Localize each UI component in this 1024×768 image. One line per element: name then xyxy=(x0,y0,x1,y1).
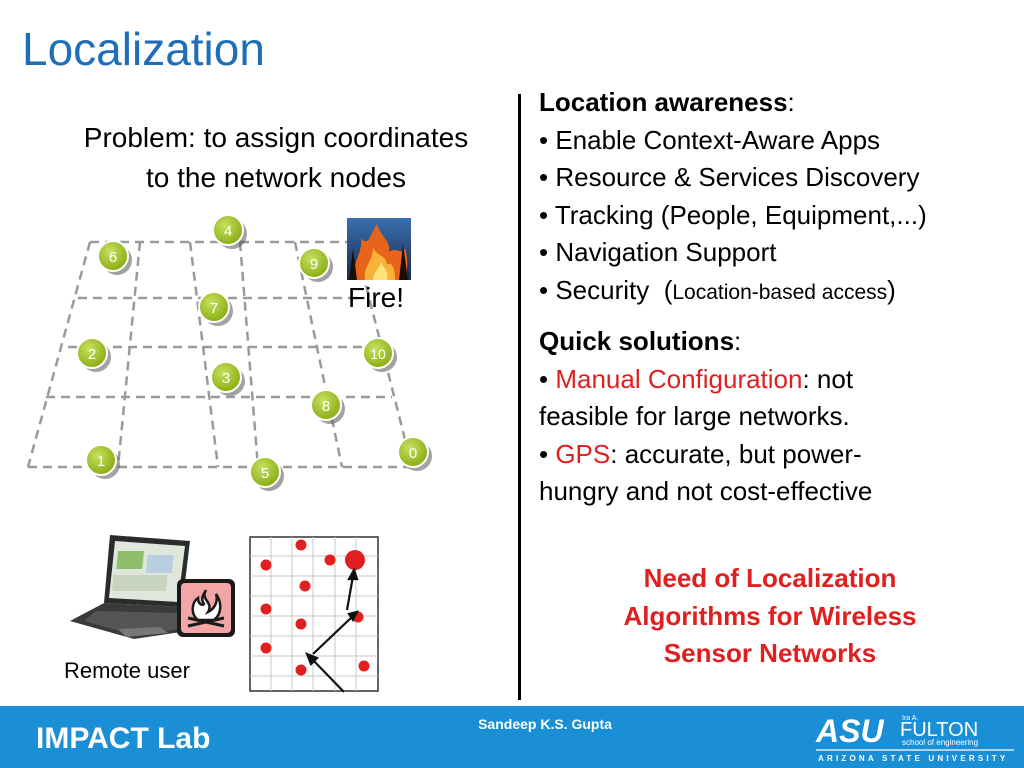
node-label: 2 xyxy=(88,346,96,363)
sensor-node: 4 xyxy=(212,214,247,249)
fire-alarm-icon xyxy=(177,579,235,637)
conclusion-line-2: Algorithms for Wireless xyxy=(623,600,917,631)
fire-image xyxy=(347,218,411,280)
gps-label: GPS xyxy=(555,438,611,469)
awareness-item: • Enable Context-Aware Apps xyxy=(539,124,881,155)
manual-label: Manual Configuration xyxy=(555,363,803,394)
sensor-node: 0 xyxy=(397,436,432,471)
sensor-node: 7 xyxy=(198,291,233,326)
security-main: • Security ( xyxy=(539,274,673,305)
slide-title: Localization xyxy=(22,23,265,75)
sensor-network-diagram: 4 6 9 7 2 10 3 8 1 5 0 xyxy=(26,214,432,491)
node-label: 7 xyxy=(210,300,218,317)
sensor-node: 3 xyxy=(210,361,245,396)
awareness-heading-line: Location awareness: xyxy=(539,84,1019,122)
node-label: 9 xyxy=(310,256,318,273)
awareness-colon: : xyxy=(787,87,795,117)
conclusion-callout: Need of Localization Algorithms for Wire… xyxy=(560,560,980,673)
sensor-node: 8 xyxy=(310,389,345,424)
sensor-node: 10 xyxy=(362,337,397,372)
manual-rest: : not xyxy=(802,363,854,394)
problem-statement: Problem: to assign coordinates to the ne… xyxy=(30,118,522,198)
problem-line-1: Problem: to assign coordinates xyxy=(83,122,469,153)
node-label: 8 xyxy=(322,398,330,415)
conclusion-line-3: Sensor Networks xyxy=(663,638,877,668)
logo-university: ARIZONA STATE UNIVERSITY xyxy=(818,754,1008,763)
sensor-node: 2 xyxy=(76,337,111,372)
gps-rest: : accurate, but power- xyxy=(610,438,862,469)
security-close: ) xyxy=(887,274,896,305)
localization-grid xyxy=(249,536,379,693)
conclusion-line-1: Need of Localization xyxy=(643,563,897,593)
gps-item: • GPS: accurate, but power- xyxy=(539,436,1019,474)
node-label: 6 xyxy=(109,249,117,266)
sensor-node: 5 xyxy=(249,456,284,491)
awareness-item: • Resource & Services Discovery xyxy=(539,162,920,192)
manual-rest-line: feasible for large networks. xyxy=(539,401,850,431)
sensor-nodes: 4 6 9 7 2 10 3 8 1 5 0 xyxy=(76,214,432,491)
node-label: 3 xyxy=(222,370,230,387)
awareness-item: • Tracking (People, Equipment,...) xyxy=(539,199,927,230)
footer-bar xyxy=(0,706,1024,768)
remote-user-label: Remote user xyxy=(64,658,190,683)
manual-item: • Manual Configuration: not xyxy=(539,361,1019,399)
security-note: Location-based access xyxy=(672,280,888,304)
node-label: 10 xyxy=(370,346,386,362)
right-column: Location awareness: • Enable Context-Awa… xyxy=(539,84,1019,511)
asu-fulton-logo: ASU Ira A. FULTON school of engineering … xyxy=(815,713,1014,763)
lab-name: IMPACT Lab xyxy=(36,722,211,755)
column-divider xyxy=(518,94,521,700)
solutions-colon: : xyxy=(734,326,742,356)
node-label: 0 xyxy=(409,445,417,462)
sensor-node: 1 xyxy=(85,444,120,479)
bullet: • xyxy=(539,363,556,394)
bullet: • xyxy=(539,438,556,469)
logo-sub: school of engineering xyxy=(902,738,978,747)
logo-name: FULTON xyxy=(900,719,978,741)
node-label: 4 xyxy=(224,223,232,240)
logo-small: Ira A. xyxy=(902,715,918,722)
sensor-node: 9 xyxy=(298,247,333,282)
awareness-heading: Location awareness xyxy=(539,87,788,117)
awareness-item: • Navigation Support xyxy=(539,237,777,267)
gps-rest-line: hungry and not cost-effective xyxy=(539,476,873,506)
problem-line-2: to the network nodes xyxy=(146,162,406,193)
node-label: 5 xyxy=(261,465,269,482)
solutions-heading-line: Quick solutions: xyxy=(539,323,1019,361)
solutions-heading: Quick solutions xyxy=(539,326,735,356)
author-name: Sandeep K.S. Gupta xyxy=(478,716,612,732)
sensor-node: 6 xyxy=(97,240,132,275)
awareness-item-security: • Security (Location-based access) xyxy=(539,272,1019,312)
node-label: 1 xyxy=(97,453,105,470)
fire-label: Fire! xyxy=(348,282,404,313)
logo-mark: ASU xyxy=(815,713,884,749)
